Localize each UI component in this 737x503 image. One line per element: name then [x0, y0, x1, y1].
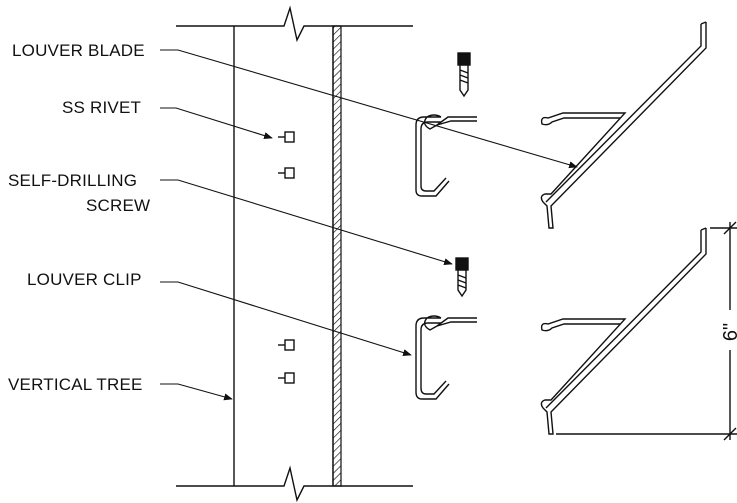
rivet-icon — [278, 167, 295, 179]
leader-louver-blade — [160, 49, 578, 169]
label-louver-blade: LOUVER BLADE — [12, 41, 145, 60]
leader-louver-clip — [160, 281, 412, 356]
rivet-icon — [278, 131, 295, 143]
top-break-line — [176, 5, 413, 43]
bottom-break-line — [176, 465, 413, 503]
louver-blade-upper — [540, 21, 707, 229]
label-vertical-tree: VERTICAL TREE — [8, 375, 143, 394]
screw-icon — [455, 257, 469, 298]
label-ss-rivet: SS RIVET — [62, 98, 142, 117]
louver-clip-lower — [415, 315, 477, 400]
leader-vertical-tree — [160, 383, 233, 401]
leader-ss-rivet — [160, 107, 273, 139]
vertical-tree — [233, 25, 342, 487]
dimension-label: 6" — [720, 323, 737, 341]
label-self-drilling-line1: SELF-DRILLING — [8, 171, 138, 190]
leader-self-drilling-screw — [160, 179, 453, 266]
louver-clip-upper — [415, 114, 477, 197]
label-self-drilling-line2: SCREW — [86, 196, 151, 215]
louver-blade-lower — [540, 227, 707, 435]
rivet-icon — [278, 339, 295, 351]
rivet-icon — [278, 372, 295, 384]
screw-icon — [457, 52, 471, 98]
label-louver-clip: LOUVER CLIP — [27, 270, 142, 289]
dimension-6in — [556, 221, 737, 441]
